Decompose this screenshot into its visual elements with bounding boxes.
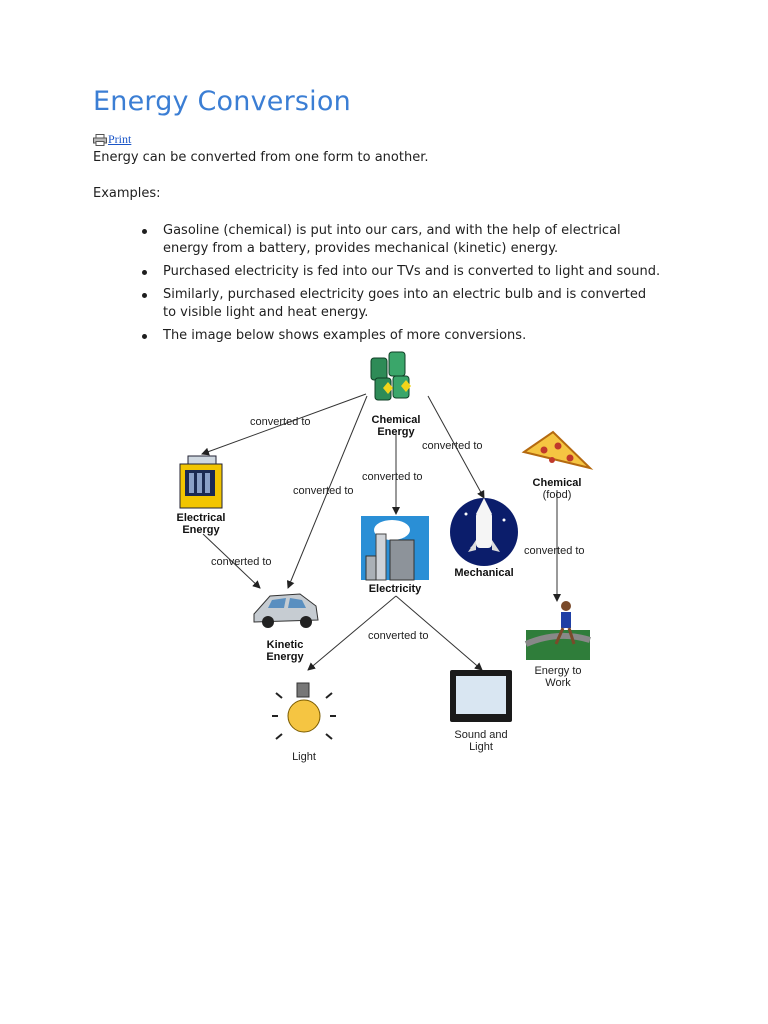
list-item: Purchased electricity is fed into our TV… [142, 263, 663, 281]
edge-label: converted to [524, 545, 585, 557]
tv-icon [450, 670, 512, 722]
node-sound-light: Light [469, 741, 493, 753]
rocket-icon [450, 498, 518, 566]
list-item: Gasoline (chemical) is put into our cars… [142, 222, 663, 258]
node-light: Light [292, 751, 316, 763]
intro-text: Energy can be converted from one form to… [93, 150, 429, 165]
edge-label: converted to [368, 630, 429, 642]
car-icon [253, 593, 319, 628]
arrow-chemical-electrical [201, 393, 367, 456]
pizza-icon [521, 430, 594, 470]
node-electricity: Electricity [369, 583, 422, 595]
arrow-electricity-light [307, 595, 397, 671]
conversion-arrows [201, 393, 561, 671]
node-kinetic-energy: Energy [266, 651, 304, 663]
examples-label: Examples: [93, 186, 161, 201]
print-link[interactable]: Print [93, 132, 131, 147]
arrow-electrical-kinetic [202, 533, 261, 589]
edge-label: converted to [422, 440, 483, 452]
node-chemical-food: Chemical [533, 477, 582, 489]
runner-icon [524, 601, 591, 660]
edge-label: converted to [250, 416, 311, 428]
node-chemical-energy: Chemical [372, 414, 421, 426]
power-plant-icon [361, 516, 429, 581]
edge-label: converted to [211, 556, 272, 568]
examples-list: Gasoline (chemical) is put into our cars… [142, 222, 663, 350]
node-sound-light: Sound and [454, 729, 507, 741]
list-item: Similarly, purchased electricity goes in… [142, 286, 663, 322]
list-item: The image below shows examples of more c… [142, 327, 663, 345]
printer-icon [93, 133, 107, 146]
arrow-chemical-mechanical [427, 395, 485, 499]
page-title: Energy Conversion [93, 86, 351, 117]
edge-label: converted to [362, 471, 423, 483]
edge-label: converted to [293, 485, 354, 497]
arrow-electricity-sound [395, 595, 483, 671]
battery-icon [179, 455, 223, 509]
energy-conversion-diagram: converted to converted to converted to c… [177, 351, 594, 763]
node-energy-to-work: Work [545, 677, 571, 689]
node-electrical-energy: Energy [182, 524, 220, 536]
print-label[interactable]: Print [108, 132, 132, 146]
node-electrical-energy: Electrical [177, 512, 226, 524]
light-bulb-icon [272, 682, 336, 740]
node-energy-to-work: Energy to [534, 665, 581, 677]
node-chemical-energy: Energy [377, 426, 415, 438]
arrow-chemical-kinetic [286, 395, 368, 589]
barrels-icon [370, 351, 411, 401]
node-kinetic-energy: Kinetic [267, 639, 304, 651]
node-mechanical: Mechanical [454, 567, 513, 579]
node-chemical-food: (food) [543, 489, 572, 501]
